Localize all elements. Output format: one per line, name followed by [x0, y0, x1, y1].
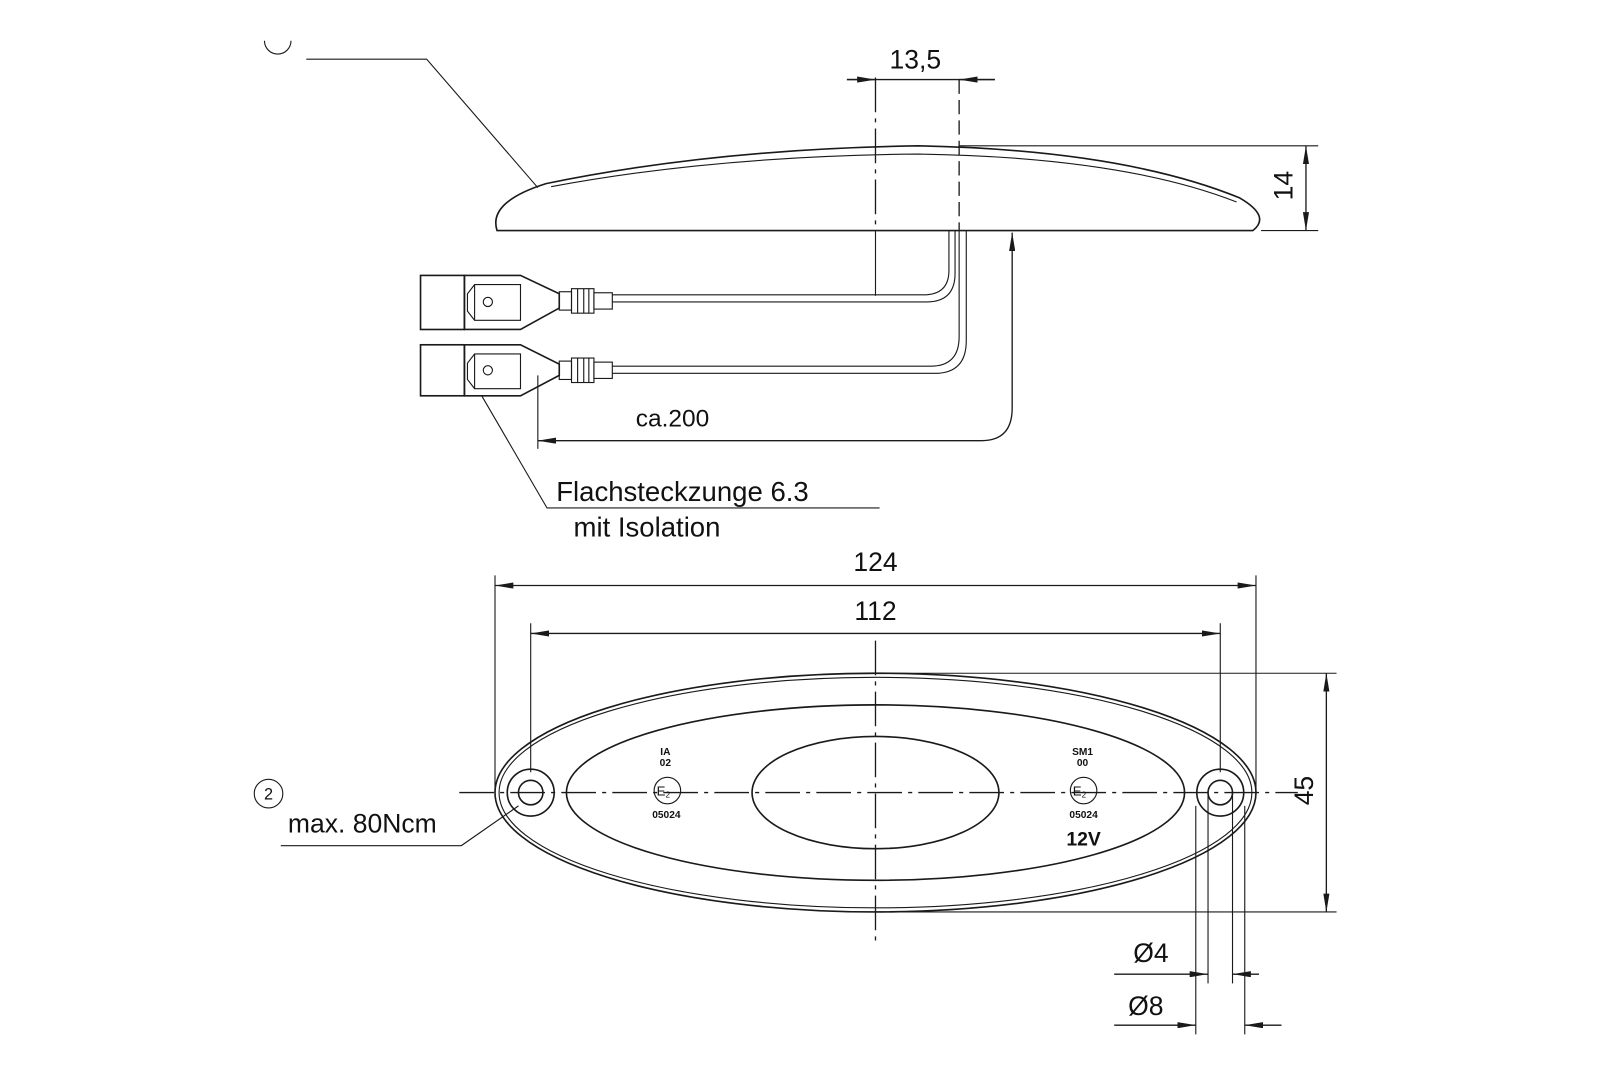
- crimp-ring-1: [558, 291, 573, 311]
- connector-tab: [466, 284, 522, 321]
- dimension-112: 112: [530, 596, 1221, 773]
- approval-letter: E: [657, 784, 666, 799]
- dimension-label: Ø8: [1128, 991, 1163, 1021]
- dimension-label: 124: [853, 547, 897, 577]
- lens-profile-inner-line: [550, 153, 1237, 203]
- approval-letter: E: [1073, 784, 1082, 799]
- wire-1: [612, 230, 956, 303]
- marking-line2: 02: [660, 758, 672, 769]
- connector-hole: [482, 296, 494, 308]
- connector-callout: Flachsteckzunge 6.3 mit Isolation: [481, 395, 880, 543]
- lens-profile: [495, 145, 1261, 232]
- front-view: 124 112 45: [253, 547, 1337, 1035]
- flat-connector-2: [419, 343, 613, 397]
- connector-sleeve: [419, 274, 466, 331]
- marking-code: 05024: [652, 810, 681, 821]
- dimension-label: 14: [1269, 171, 1299, 201]
- dimension-45: 45: [875, 672, 1337, 913]
- dimension-124: 124: [494, 547, 1257, 793]
- crimp-ring-2: [570, 288, 595, 314]
- marking-line1: IA: [660, 747, 671, 758]
- dimension-13-5: 13,5: [846, 44, 995, 83]
- callout-number-circle: [253, 778, 284, 809]
- dimension-label: 45: [1289, 776, 1319, 806]
- connector-sleeve: [419, 343, 466, 397]
- dimension-label: ca.200: [636, 405, 709, 432]
- torque-label: max. 80Ncm: [288, 808, 437, 838]
- approval-mark-circle: [653, 776, 682, 805]
- crimp-ring-3: [593, 292, 613, 310]
- lens-marking-left: IA 02 E2 05024: [652, 747, 682, 821]
- wire-2-outline-a: [612, 230, 960, 367]
- connector-hole: [482, 365, 494, 376]
- marking-line2: 00: [1077, 758, 1089, 769]
- crimp-ring-2: [570, 357, 595, 384]
- crimp-ring-grooves: [577, 358, 590, 383]
- approval-mark-circle: [1069, 776, 1098, 805]
- approval-subscript: 2: [665, 791, 670, 800]
- crimp-ring-grooves: [577, 288, 590, 314]
- dimension-diameter-8: Ø8: [1114, 805, 1282, 1035]
- connector-body: [463, 274, 561, 331]
- wire-2: [612, 230, 967, 374]
- marking-line1: SM1: [1072, 747, 1093, 758]
- flat-connector-1: [419, 274, 613, 331]
- dimension-diameter-4: Ø4: [1114, 792, 1260, 984]
- side-view: 13,5 14: [263, 40, 1319, 543]
- wire-1-outline-a: [612, 230, 950, 296]
- wire-1-outline-b: [612, 230, 956, 303]
- connector-leader-line: [481, 395, 880, 509]
- crimp-ring-1: [558, 360, 573, 381]
- torque-callout: 2 max. 80Ncm: [253, 778, 519, 847]
- approval-mark: E2: [657, 784, 671, 800]
- wire-2-outline-b: [612, 230, 967, 374]
- connector-label-line2: mit Isolation: [574, 512, 721, 543]
- approval-mark: E2: [1073, 784, 1087, 800]
- dimension-cable-length: ca.200: [537, 232, 1016, 449]
- dimension-label: 112: [854, 596, 896, 626]
- dimension-line: [981, 232, 1016, 442]
- voltage-label: 12V: [1066, 829, 1101, 851]
- marking-code: 05024: [1069, 810, 1098, 821]
- dimension-14: 14: [959, 145, 1319, 232]
- dimension-label: 13,5: [889, 44, 941, 74]
- dimension-label: Ø4: [1133, 938, 1168, 968]
- lens-leader-line: [306, 58, 539, 189]
- torque-leader-line: [280, 805, 519, 847]
- callout-bubble-partial: [263, 40, 292, 55]
- lens-marking-right: SM1 00 E2 05024 12V: [1066, 747, 1101, 851]
- callout-number: 2: [264, 786, 273, 804]
- crimp-ring-3: [593, 361, 613, 380]
- approval-subscript: 2: [1082, 791, 1087, 800]
- connector-tab: [466, 353, 522, 390]
- connector-label-line1: Flachsteckzunge 6.3: [556, 476, 809, 507]
